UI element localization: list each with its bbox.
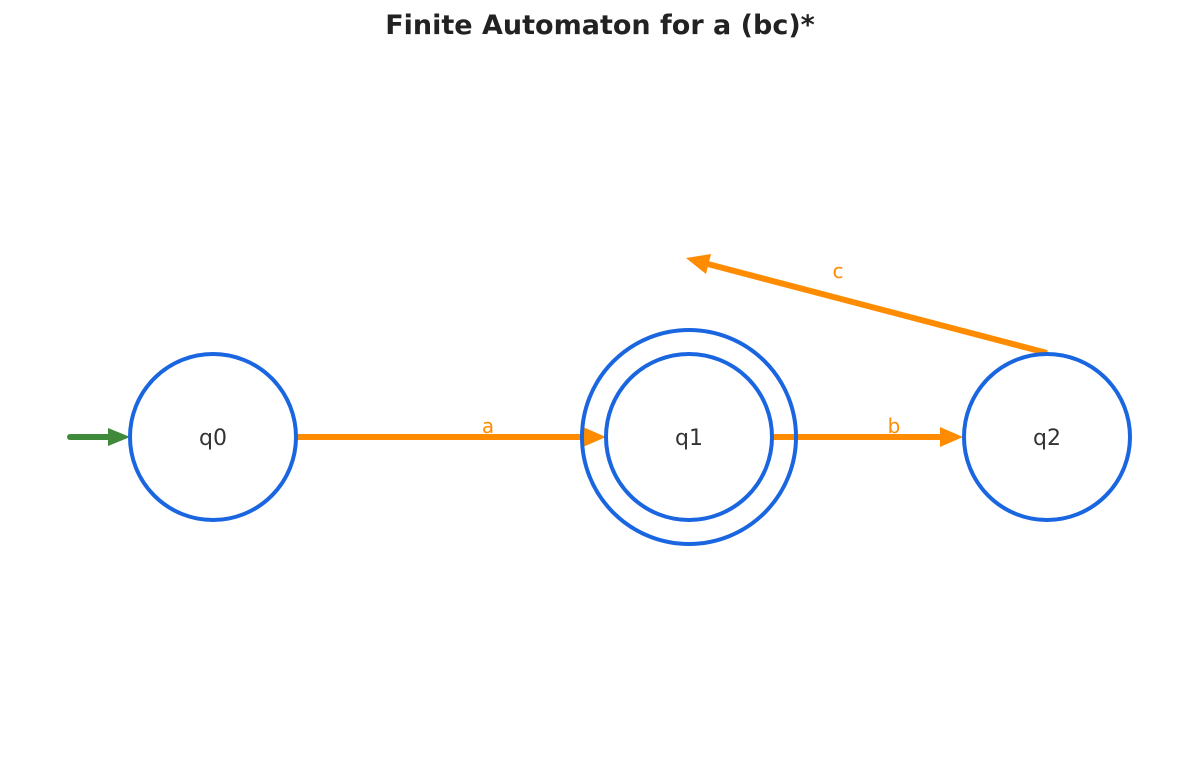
state-q2: q2 (962, 352, 1132, 522)
state-q1-label: q1 (675, 426, 703, 451)
transition-c-label: c (833, 259, 844, 283)
transition-b-label: b (888, 414, 901, 438)
transition-a: a (297, 414, 606, 447)
state-q0-label: q0 (199, 426, 227, 451)
start-arrow (67, 428, 130, 446)
transition-c: c (686, 254, 1048, 356)
state-q2-label: q2 (1033, 426, 1061, 451)
transition-b: b (772, 414, 963, 447)
state-q1: q1 (580, 328, 798, 546)
diagram-title: Finite Automaton for a (bc)* (385, 10, 815, 41)
state-q0: q0 (128, 352, 298, 522)
transition-a-label: a (482, 414, 494, 438)
state-q1-outer-ring (580, 328, 798, 546)
